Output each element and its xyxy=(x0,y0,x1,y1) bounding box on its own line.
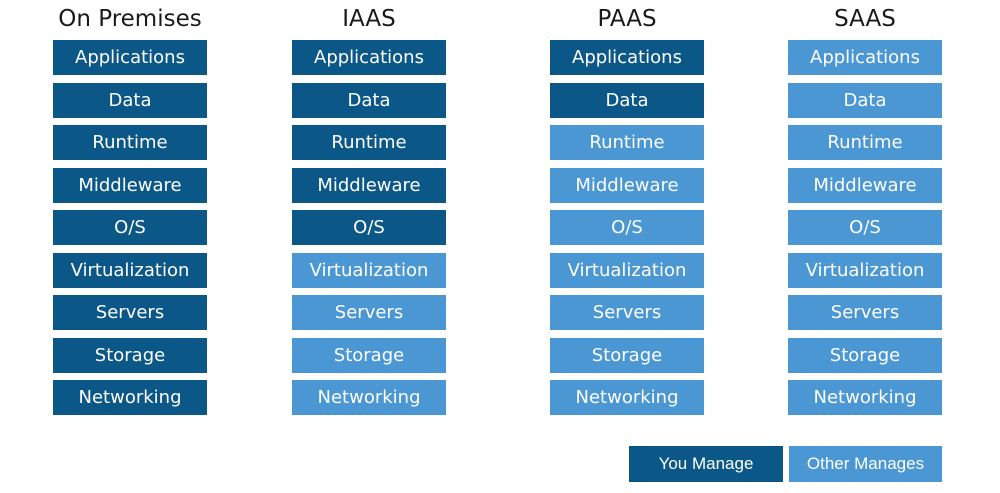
layer-o-s: O/S xyxy=(292,210,446,245)
layer-middleware: Middleware xyxy=(788,168,942,203)
layer-servers: Servers xyxy=(788,295,942,330)
layer-virtualization: Virtualization xyxy=(292,253,446,288)
layer-servers: Servers xyxy=(550,295,704,330)
layer-runtime: Runtime xyxy=(550,125,704,160)
layer-networking: Networking xyxy=(53,380,207,415)
layer-middleware: Middleware xyxy=(53,168,207,203)
layer-servers: Servers xyxy=(53,295,207,330)
layer-applications: Applications xyxy=(788,40,942,75)
layer-runtime: Runtime xyxy=(788,125,942,160)
layer-data: Data xyxy=(292,83,446,118)
layer-o-s: O/S xyxy=(53,210,207,245)
column-title: SAAS xyxy=(834,6,896,32)
layer-o-s: O/S xyxy=(550,210,704,245)
layer-networking: Networking xyxy=(292,380,446,415)
layer-applications: Applications xyxy=(550,40,704,75)
layer-data: Data xyxy=(53,83,207,118)
column-title: PAAS xyxy=(597,6,657,32)
layer-middleware: Middleware xyxy=(550,168,704,203)
layer-virtualization: Virtualization xyxy=(788,253,942,288)
layer-networking: Networking xyxy=(788,380,942,415)
layer-data: Data xyxy=(550,83,704,118)
layer-data: Data xyxy=(788,83,942,118)
layer-storage: Storage xyxy=(550,338,704,373)
layer-networking: Networking xyxy=(550,380,704,415)
layer-applications: Applications xyxy=(53,40,207,75)
layer-virtualization: Virtualization xyxy=(550,253,704,288)
legend-you-manage: You Manage xyxy=(629,446,783,482)
layer-storage: Storage xyxy=(292,338,446,373)
layer-o-s: O/S xyxy=(788,210,942,245)
layer-middleware: Middleware xyxy=(292,168,446,203)
layer-virtualization: Virtualization xyxy=(53,253,207,288)
layer-runtime: Runtime xyxy=(292,125,446,160)
layer-storage: Storage xyxy=(788,338,942,373)
legend-other-manages: Other Manages xyxy=(789,446,942,482)
column-title: On Premises xyxy=(58,6,202,32)
layer-applications: Applications xyxy=(292,40,446,75)
layer-runtime: Runtime xyxy=(53,125,207,160)
column-title: IAAS xyxy=(342,6,396,32)
layer-servers: Servers xyxy=(292,295,446,330)
layer-storage: Storage xyxy=(53,338,207,373)
